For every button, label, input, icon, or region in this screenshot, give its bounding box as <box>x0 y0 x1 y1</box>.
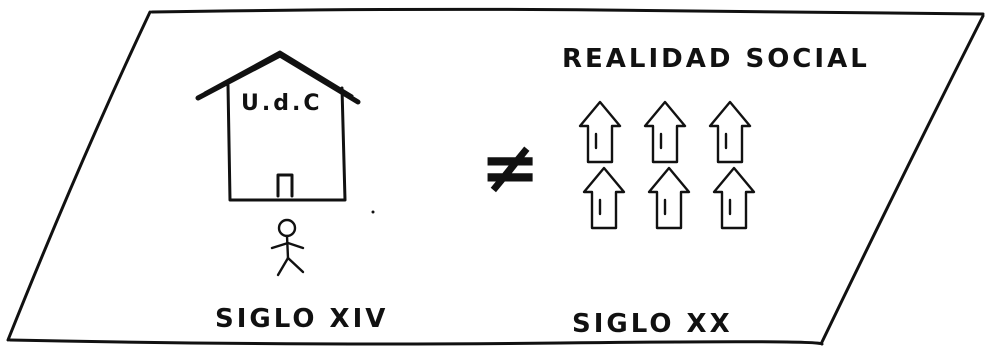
small-house-1-1 <box>580 102 620 162</box>
single-house <box>198 52 358 200</box>
left-caption: SIGLO XIV <box>215 304 388 334</box>
not-equal-symbol: ≠ <box>480 125 543 209</box>
right-title: REALIDAD SOCIAL <box>562 44 870 74</box>
right-caption: SIGLO XX <box>572 309 733 339</box>
small-house-2-1 <box>584 168 624 228</box>
small-house-2-3 <box>714 168 754 228</box>
small-house-1-3 <box>710 102 750 162</box>
house-label: U.d.C <box>241 91 322 116</box>
house-grid <box>580 102 754 228</box>
small-house-2-2 <box>649 168 689 228</box>
stick-figure <box>272 220 303 275</box>
pencil-dot <box>372 211 375 214</box>
small-house-1-2 <box>645 102 685 162</box>
